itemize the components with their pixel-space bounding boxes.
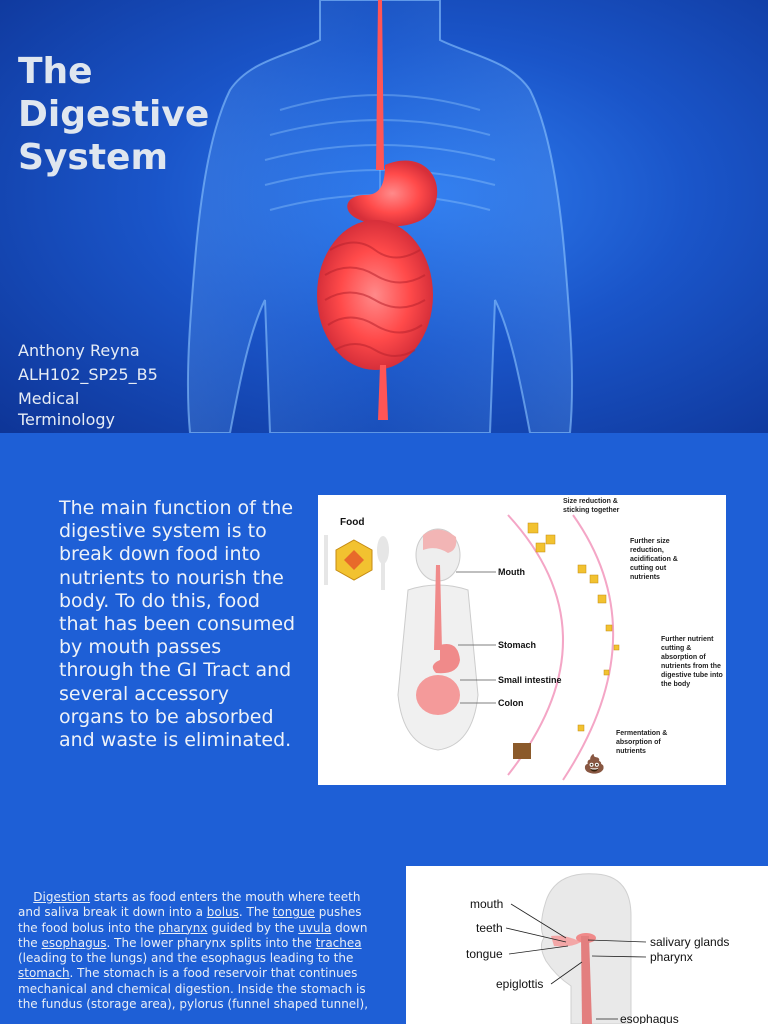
author-name: Anthony Reyna xyxy=(18,341,140,360)
title-line-2: Digestive xyxy=(18,94,210,135)
term-bolus[interactable]: bolus xyxy=(206,905,239,920)
label-salivary-glands: salivary glands xyxy=(650,935,729,949)
step3-line5: digestive tube into xyxy=(661,672,723,679)
step3-line3: absorption of xyxy=(661,654,706,661)
step2-line1: Further size xyxy=(630,538,670,545)
function-paragraph: The main function of the digestive syste… xyxy=(59,497,296,752)
text-segment: . The stomach is a food reservoir that c… xyxy=(18,966,369,1012)
term-trachea[interactable]: trachea xyxy=(315,935,362,950)
step4-line1: Fermentation & xyxy=(616,730,667,737)
course-code: ALH102_SP25_B5 xyxy=(18,365,158,384)
text-segment: pushes the food bolus into the xyxy=(18,905,362,935)
mouth-anatomy-figure: mouth teeth tongue epiglottis salivary g… xyxy=(406,866,768,1024)
step2-line2: reduction, xyxy=(630,547,664,554)
step2-line3: acidification & xyxy=(630,556,678,563)
step4-line2: absorption of xyxy=(616,739,661,746)
label-epiglottis: epiglottis xyxy=(496,977,543,991)
step3-line4: nutrients from the xyxy=(661,663,721,670)
step3-line6: the body xyxy=(661,681,690,688)
step1-line2: sticking together xyxy=(563,507,620,514)
label-teeth: teeth xyxy=(476,921,503,935)
label-colon: Colon xyxy=(498,698,524,708)
text-segment: starts as food enters the mouth where te… xyxy=(18,890,361,920)
term-tongue[interactable]: tongue xyxy=(272,905,315,920)
step3-line1: Further nutrient xyxy=(661,636,714,643)
step4-line3: nutrients xyxy=(616,748,646,755)
subject: Medical Terminology xyxy=(18,388,158,430)
text-segment: (leading to the lungs) and the esophagus… xyxy=(18,951,354,966)
label-food: Food xyxy=(340,517,364,528)
step2-line4: cutting out xyxy=(630,565,667,572)
label-esophagus: esophagus xyxy=(620,1012,679,1024)
slide-title: The Digestive System xyxy=(18,50,209,179)
step2-line5: nutrients xyxy=(630,574,660,581)
term-esophagus[interactable]: esophagus xyxy=(41,935,107,950)
label-mouth: Mouth xyxy=(498,567,525,577)
digestive-anatomy-illustration xyxy=(186,0,574,433)
mouth-anatomy-diagram: mouth teeth tongue epiglottis salivary g… xyxy=(466,873,729,1024)
label-small-intestine: Small intestine xyxy=(498,675,562,685)
label-tongue: tongue xyxy=(466,947,503,961)
title-line-3: System xyxy=(18,137,168,178)
label-mouth: mouth xyxy=(470,897,503,911)
author-block: Anthony Reyna ALH102_SP25_B5 Medical Ter… xyxy=(18,340,158,433)
subject-line-2: Terminology xyxy=(18,410,116,429)
term-uvula[interactable]: uvula xyxy=(298,920,332,935)
step1-line1: Size reduction & xyxy=(563,498,618,505)
digestion-stages-diagram: 💩 Food Mouth Stomach Small intestine Col… xyxy=(324,498,723,781)
waste-icon: 💩 xyxy=(583,753,605,775)
label-stomach: Stomach xyxy=(498,640,536,650)
text-segment: . The lower pharynx splits into the xyxy=(106,935,316,950)
term-digestion[interactable]: Digestion xyxy=(33,890,91,904)
text-segment: down the xyxy=(18,920,368,950)
function-slide: The main function of the digestive syste… xyxy=(0,433,768,866)
subject-line-1: Medical xyxy=(18,389,80,408)
title-line-1: The xyxy=(18,51,93,92)
digestion-process-slide: Digestion starts as food enters the mout… xyxy=(0,866,768,1024)
term-stomach[interactable]: stomach xyxy=(18,966,70,981)
digestion-paragraph: Digestion starts as food enters the mout… xyxy=(18,890,368,1012)
text-segment: guided by the xyxy=(207,920,299,935)
label-pharynx: pharynx xyxy=(650,950,693,964)
text-segment: . The xyxy=(238,905,273,920)
step3-line2: cutting & xyxy=(661,645,691,652)
title-slide: The Digestive System Anthony Reyna ALH10… xyxy=(0,0,768,433)
term-pharynx[interactable]: pharynx xyxy=(158,920,208,935)
digestion-stages-figure: 💩 Food Mouth Stomach Small intestine Col… xyxy=(318,495,726,785)
